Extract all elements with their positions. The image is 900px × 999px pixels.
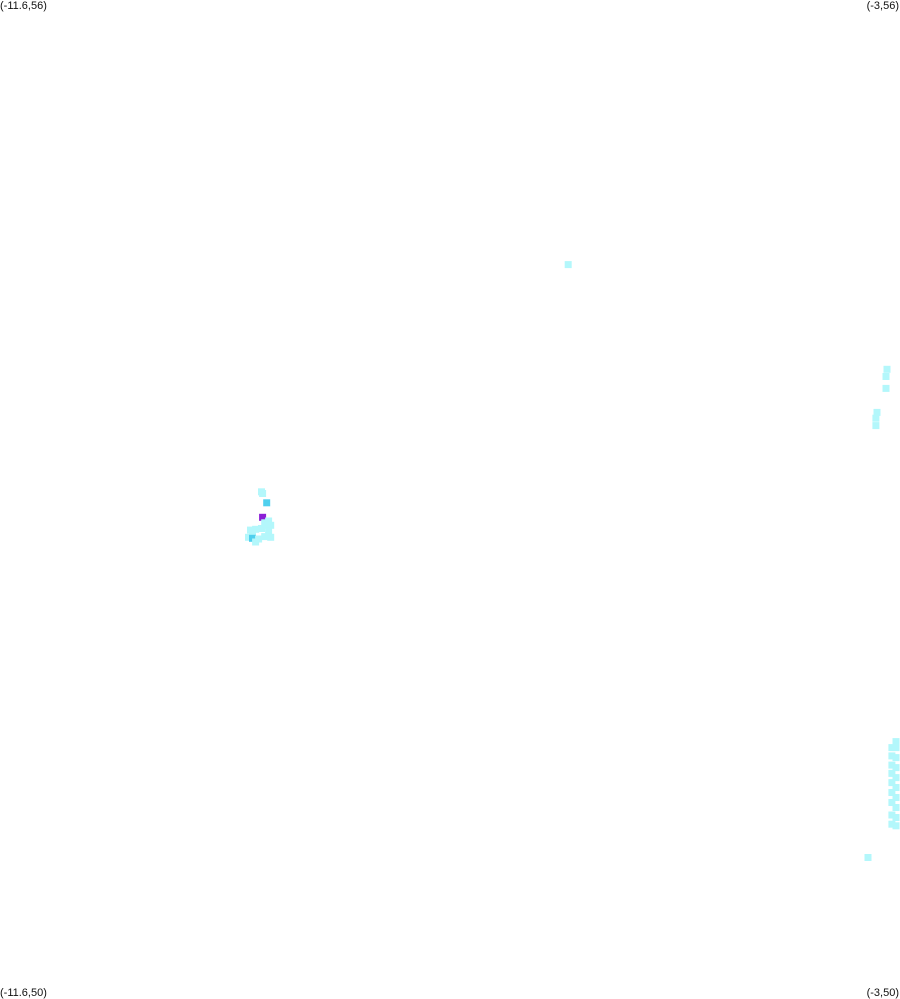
corner-label-bottom-right: (-3,50) (866, 987, 899, 999)
density-cell-low (564, 261, 572, 269)
density-cell-low (892, 744, 900, 752)
corner-label-bottom-left: (-11.6,50) (0, 987, 47, 999)
density-cell-low (888, 769, 896, 777)
density-cell-low (265, 517, 273, 525)
density-cell-low (873, 408, 881, 416)
density-cell-low (252, 525, 260, 533)
density-cell-low (252, 538, 260, 546)
density-cell-low (892, 794, 900, 801)
density-cell-low (892, 764, 900, 772)
density-cell-low (882, 373, 890, 380)
density-cell-low (245, 533, 252, 541)
density-cell-low (267, 533, 275, 541)
density-cell-low (892, 774, 900, 782)
density-cell-low (892, 814, 900, 821)
density-cell-low (892, 784, 900, 791)
density-cell-low (888, 779, 896, 787)
density-cell-low (258, 525, 265, 532)
density-cell-low (892, 738, 900, 746)
density-cell-low (872, 414, 880, 422)
density-cell-low (888, 744, 896, 752)
density-cell-low (888, 761, 896, 769)
density-cell-medium (263, 499, 271, 507)
corner-label-top-right: (-3,56) (866, 0, 899, 12)
density-cell-low (263, 521, 271, 529)
density-cell-low (872, 422, 880, 430)
density-cell-low (265, 527, 273, 535)
density-cell-low (888, 799, 896, 806)
density-cell-low (261, 533, 269, 541)
density-cell-low (888, 811, 896, 819)
density-cell-low (888, 752, 896, 760)
density-cell-low (892, 822, 900, 830)
corner-label-top-left: (-11.6,56) (0, 0, 47, 12)
density-cell-high (259, 513, 267, 521)
density-cell-low (888, 789, 896, 796)
density-cell-low (888, 820, 896, 828)
density-cell-low (267, 521, 275, 529)
density-cell-low (247, 526, 254, 534)
density-cell-low (864, 854, 872, 861)
density-cell-low (892, 804, 900, 811)
density-cell-medium (249, 534, 256, 542)
density-cell-low (892, 754, 900, 762)
density-cell-low (259, 490, 267, 497)
density-cell-low (883, 365, 891, 373)
density-cell-low (882, 384, 890, 392)
